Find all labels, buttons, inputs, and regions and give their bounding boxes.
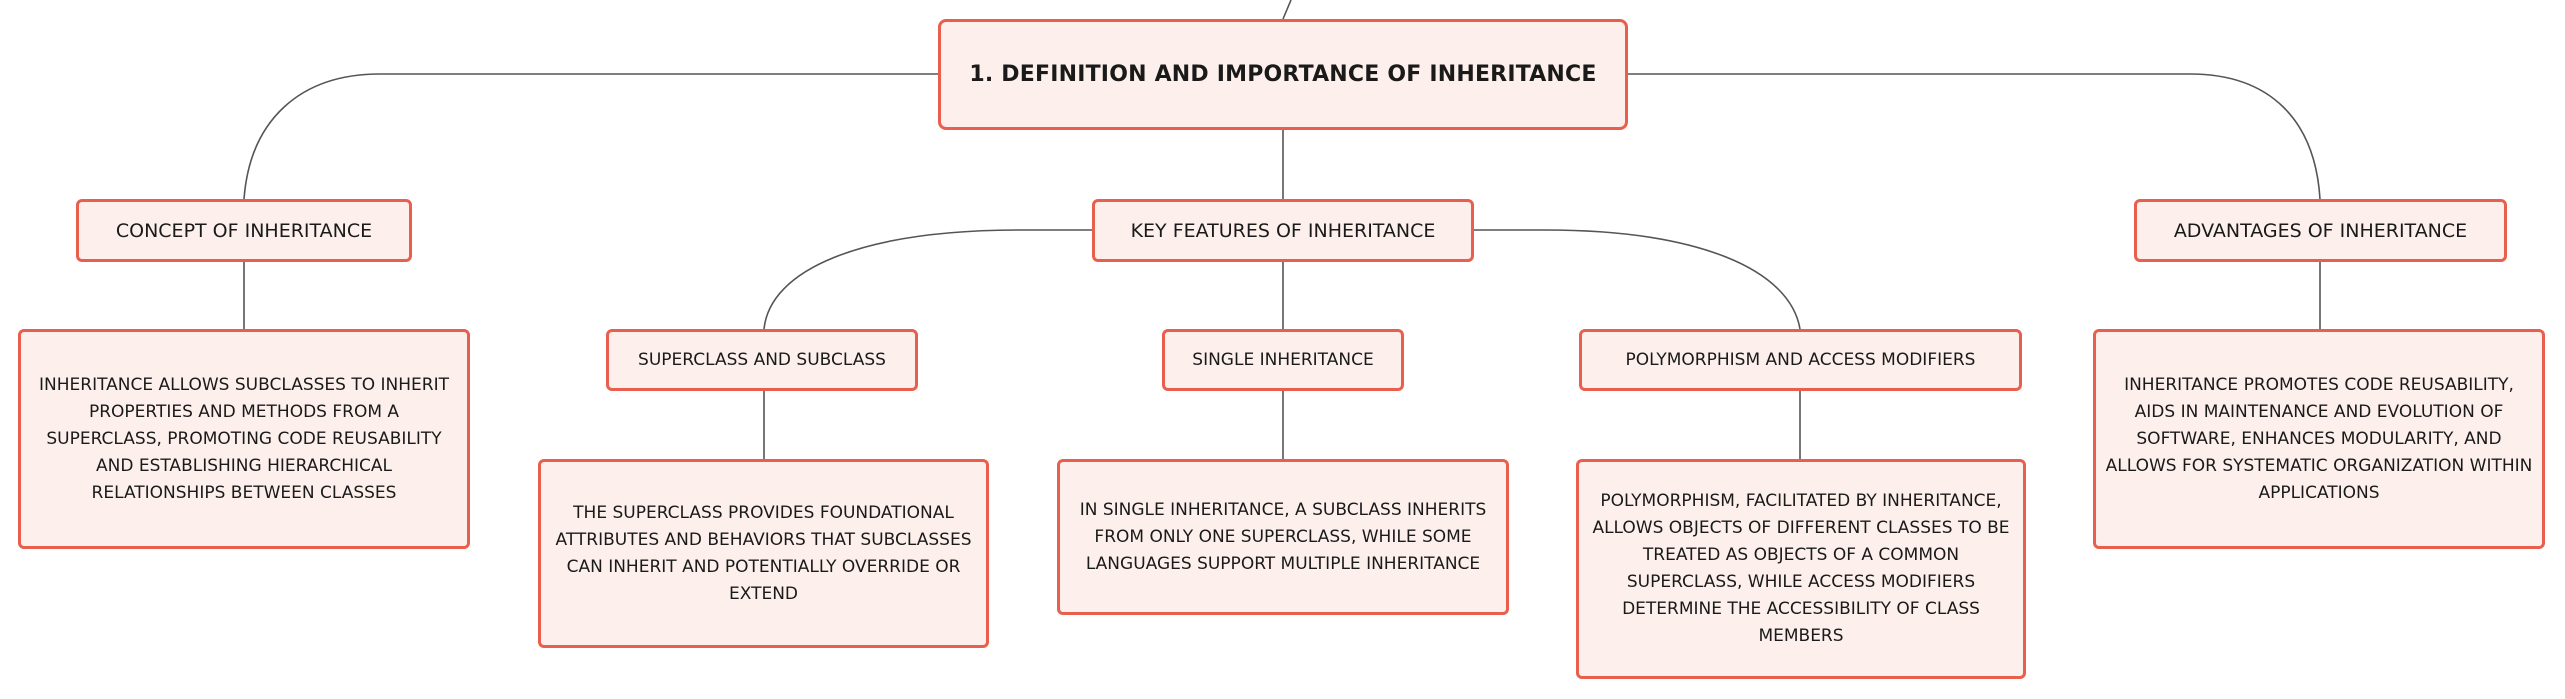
root-topic[interactable]: 1. DEFINITION AND IMPORTANCE OF INHERITA… <box>938 19 1628 130</box>
subtopic-label: POLYMORPHISM AND ACCESS MODIFIERS <box>1625 350 1976 370</box>
connector-parent-root <box>1282 0 1292 20</box>
description-advantages[interactable]: INHERITANCE PROMOTES CODE REUSABILITY, A… <box>2093 329 2545 549</box>
subtopic-polymorphism[interactable]: POLYMORPHISM AND ACCESS MODIFIERS <box>1579 329 2022 391</box>
connector-root-advantages <box>1628 73 2321 200</box>
root-topic-label: 1. DEFINITION AND IMPORTANCE OF INHERITA… <box>969 62 1597 87</box>
topic-advantages[interactable]: ADVANTAGES OF INHERITANCE <box>2134 199 2507 262</box>
description-text: INHERITANCE PROMOTES CODE REUSABILITY, A… <box>2105 374 2533 503</box>
description-text: IN SINGLE INHERITANCE, A SUBCLASS INHERI… <box>1079 499 1487 574</box>
subtopic-label: SUPERCLASS AND SUBCLASS <box>638 350 886 370</box>
description-text: THE SUPERCLASS PROVIDES FOUNDATIONAL ATT… <box>555 502 972 604</box>
topic-concept-of-inheritance[interactable]: CONCEPT OF INHERITANCE <box>76 199 412 262</box>
description-concept[interactable]: INHERITANCE ALLOWS SUBCLASSES TO INHERIT… <box>18 329 470 549</box>
subtopic-superclass-subclass[interactable]: SUPERCLASS AND SUBCLASS <box>606 329 918 391</box>
topic-label: KEY FEATURES OF INHERITANCE <box>1130 219 1436 242</box>
connector-key-superclass <box>763 229 1092 330</box>
description-single-inheritance[interactable]: IN SINGLE INHERITANCE, A SUBCLASS INHERI… <box>1057 459 1509 615</box>
connector-key-polymorphism <box>1474 229 1801 330</box>
topic-label: ADVANTAGES OF INHERITANCE <box>2173 219 2468 242</box>
topic-key-features[interactable]: KEY FEATURES OF INHERITANCE <box>1092 199 1474 262</box>
description-polymorphism[interactable]: POLYMORPHISM, FACILITATED BY INHERITANCE… <box>1576 459 2026 679</box>
description-text: POLYMORPHISM, FACILITATED BY INHERITANCE… <box>1592 491 2010 646</box>
topic-label: CONCEPT OF INHERITANCE <box>115 219 373 242</box>
description-superclass[interactable]: THE SUPERCLASS PROVIDES FOUNDATIONAL ATT… <box>538 459 989 648</box>
subtopic-label: SINGLE INHERITANCE <box>1192 350 1374 370</box>
connector-root-concept <box>243 73 938 200</box>
subtopic-single-inheritance[interactable]: SINGLE INHERITANCE <box>1162 329 1404 391</box>
description-text: INHERITANCE ALLOWS SUBCLASSES TO INHERIT… <box>39 374 449 503</box>
